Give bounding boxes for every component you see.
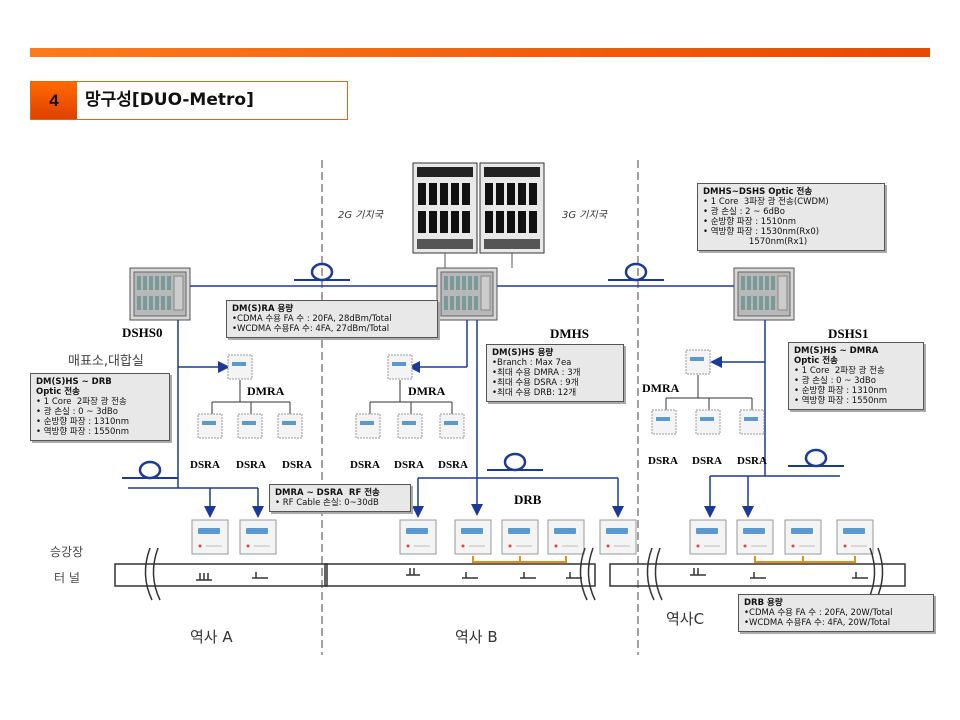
- label-dsra-b2: DSRA: [394, 459, 424, 471]
- note-line: •WCDMA 수용FA 수: 4FA, 27dBm/Total: [232, 324, 390, 334]
- label-2g-bts: 2G 기지국: [338, 209, 384, 221]
- note-line: 1570nm(Rx1): [703, 237, 808, 247]
- label-dmhs: DMHS: [550, 326, 589, 341]
- note-line: • 광 손실 : 2 ~ 6dBo: [703, 207, 785, 217]
- label-dmra-c: DMRA: [642, 381, 680, 395]
- label-dsra-b3: DSRA: [438, 459, 468, 471]
- label-dsra-c3: DSRA: [737, 455, 767, 467]
- label-drb: DRB: [514, 492, 542, 507]
- note-line: •최대 수용 DRB: 12개: [492, 388, 577, 398]
- note-rf-link: DMRA ~ DSRA RF 전송 • RF Cable 손실: 0~30dB: [269, 484, 411, 512]
- label-dsra-a1: DSRA: [190, 459, 220, 471]
- note-line: • 순방향 파장 : 1310nm: [794, 386, 888, 396]
- label-dshs0: DSHS0: [122, 325, 162, 340]
- note-optic-cwdm: DMHS~DSHS Optic 전송 • 1 Core 3파장 광 전송(CWD…: [697, 183, 885, 251]
- section-title-text: 망구성[DUO-Metro]: [85, 90, 254, 110]
- note-line: • 순방향 파장 : 1310nm: [36, 417, 130, 427]
- note-hs-drb-optic: DM(S)HS ~ DRB Optic 전송 • 1 Core 2파장 광 전송…: [30, 373, 170, 441]
- note-line: Optic 전송: [36, 387, 80, 397]
- note-line: •최대 수용 DMRA : 3개: [492, 368, 581, 378]
- fiber-coil-b: [485, 452, 545, 472]
- dshs0-unit: [129, 267, 191, 321]
- note-line: • 1 Core 2파장 광 전송: [794, 366, 885, 376]
- bts-2g-rack: [412, 162, 478, 254]
- header-accent-bar: [30, 48, 930, 57]
- fiber-coil-a: [120, 460, 180, 480]
- fiber-coil-c: [786, 448, 846, 468]
- platform-units: [191, 519, 874, 555]
- note-line: •Branch : Max 7ea: [492, 358, 572, 368]
- note-dmhs-capacity: DM(S)HS 용량 •Branch : Max 7ea •최대 수용 DMRA…: [486, 344, 624, 402]
- label-tunnel: 터 널: [54, 571, 80, 585]
- note-line: DM(S)HS ~ DRB: [36, 377, 112, 387]
- note-dmra-capacity: DM(S)RA 용량 •CDMA 수용 FA 수 : 20FA, 28dBm/T…: [226, 300, 438, 338]
- note-line: • 역방향 파장 : 1550nm: [794, 396, 888, 406]
- note-line: • 1 Core 2파장 광 전송: [36, 397, 127, 407]
- note-line: DM(S)HS 용량: [492, 348, 554, 358]
- dshs1-unit: [733, 267, 795, 321]
- bts-3g-rack: [479, 162, 545, 254]
- label-station-b: 역사 B: [455, 628, 498, 646]
- note-line: • 광 손실 : 0 ~ 3dBo: [794, 376, 876, 386]
- note-line: • 역방향 파장 : 1530nm(Rx0): [703, 227, 820, 237]
- label-dmra-b: DMRA: [408, 384, 446, 398]
- label-dmra-a: DMRA: [247, 384, 285, 398]
- dmhs-unit: [436, 267, 498, 321]
- label-dsra-c2: DSRA: [692, 455, 722, 467]
- note-line: • 역방향 파장 : 1550nm: [36, 427, 130, 437]
- label-platform: 승강장: [50, 545, 83, 559]
- note-line: DRB 용량: [744, 598, 783, 608]
- label-station-a: 역사 A: [190, 628, 233, 646]
- section-number: 4: [31, 82, 77, 119]
- antenna-marks: [196, 568, 868, 581]
- note-hs-dmra-optic: DM(S)HS ~ DMRA Optic 전송 • 1 Core 2파장 광 전…: [788, 342, 924, 410]
- fiber-coil-right: [606, 262, 666, 282]
- label-ticket-office: 매표소,대합실: [68, 354, 144, 369]
- label-dsra-c1: DSRA: [648, 455, 678, 467]
- note-line: •CDMA 수용 FA 수 : 20FA, 20W/Total: [744, 608, 893, 618]
- label-dsra-b1: DSRA: [350, 459, 380, 471]
- note-line: DMHS~DSHS Optic 전송: [703, 187, 813, 197]
- note-line: DM(S)HS ~ DMRA: [794, 346, 879, 356]
- label-3g-bts: 3G 기지국: [562, 209, 608, 221]
- label-station-c: 역사C: [666, 610, 704, 628]
- section-title: 4 망구성[DUO-Metro]: [30, 81, 348, 120]
- note-line: DMRA ~ DSRA RF 전송: [275, 488, 380, 498]
- note-line: • 순방향 파장 : 1510nm: [703, 217, 797, 227]
- note-line: •WCDMA 수용FA 수: 4FA, 20W/Total: [744, 618, 891, 628]
- label-dsra-a2: DSRA: [236, 459, 266, 471]
- note-drb-capacity: DRB 용량 •CDMA 수용 FA 수 : 20FA, 20W/Total •…: [738, 594, 934, 632]
- note-line: •최대 수용 DSRA : 9개: [492, 378, 579, 388]
- note-line: DM(S)RA 용량: [232, 304, 294, 314]
- note-line: • 광 손실 : 0 ~ 3dBo: [36, 407, 118, 417]
- note-line: • 1 Core 3파장 광 전송(CWDM): [703, 197, 829, 207]
- label-dsra-a3: DSRA: [282, 459, 312, 471]
- note-line: Optic 전송: [794, 356, 838, 366]
- label-dshs1: DSHS1: [828, 326, 868, 341]
- note-line: •CDMA 수용 FA 수 : 20FA, 28dBm/Total: [232, 314, 392, 324]
- note-line: • RF Cable 손실: 0~30dB: [275, 498, 379, 508]
